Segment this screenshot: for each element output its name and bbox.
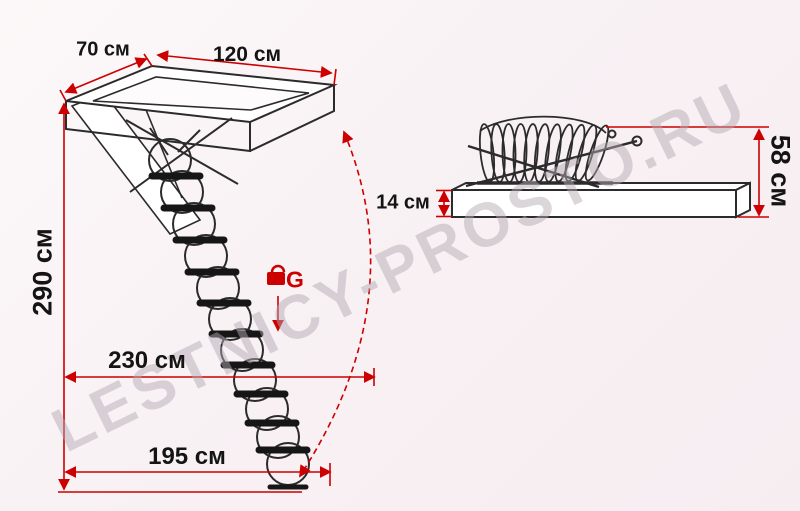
dimension-lines-right — [436, 126, 769, 218]
swing-arc — [299, 130, 372, 478]
mounting-board — [451, 181, 751, 219]
weight-icon — [267, 264, 286, 285]
dim-label-span: 195 см — [148, 443, 226, 470]
dim-label-folded-height: 58 см — [765, 134, 796, 208]
dim-label-height: 290 см — [27, 228, 58, 316]
folded-ladder — [465, 115, 643, 189]
dim-label-projection: 230 см — [108, 347, 186, 374]
dimension-lines-left — [58, 50, 376, 493]
dim-label-box-height: 14 см — [376, 191, 430, 214]
dim-label-top-depth: 70 см — [76, 38, 130, 61]
load-label: G — [286, 266, 304, 293]
dim-label-top-width: 120 см — [212, 43, 282, 66]
ladder-steps — [148, 172, 311, 490]
